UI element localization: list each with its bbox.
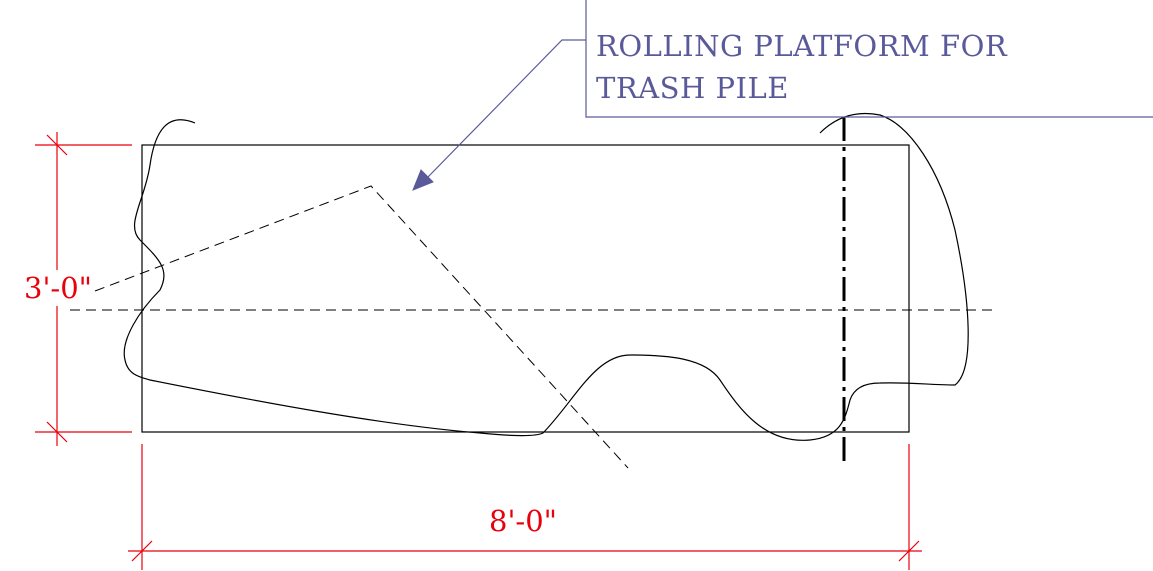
width-tick-right xyxy=(898,540,920,562)
width-dimension xyxy=(128,444,922,570)
width-dimension-label: 8'-0" xyxy=(489,504,557,538)
callout-label-line2: TRASH PILE xyxy=(596,71,789,105)
trash-pile-outline xyxy=(123,112,969,441)
callout-box xyxy=(585,0,1153,118)
height-tick-bottom xyxy=(46,421,68,443)
callout-arrowhead xyxy=(412,169,434,191)
platform-rectangle xyxy=(141,144,910,433)
callout-leader-line xyxy=(426,39,586,179)
width-tick-left xyxy=(131,540,153,562)
height-tick-top xyxy=(46,134,68,156)
height-label-mask xyxy=(22,270,94,306)
dashed-diagonal-line xyxy=(94,185,629,469)
height-dimension-label: 3'-0" xyxy=(24,271,92,305)
callout-label-line1: ROLLING PLATFORM FOR xyxy=(596,29,1008,63)
